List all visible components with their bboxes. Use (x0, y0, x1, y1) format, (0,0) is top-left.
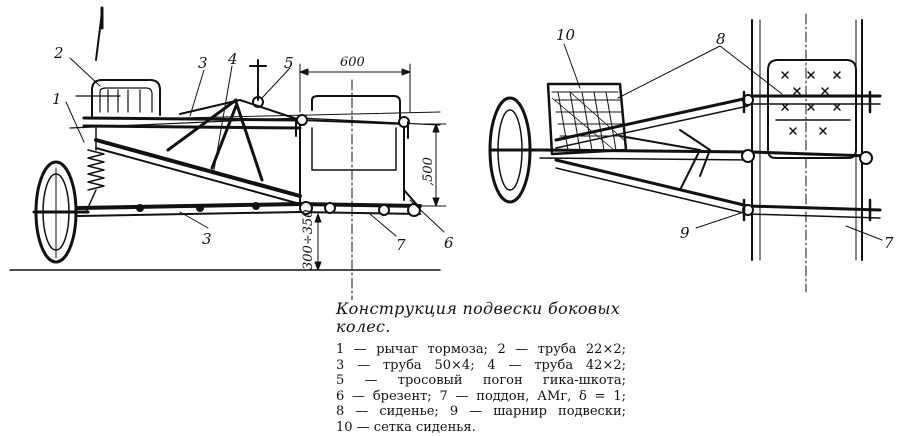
callout-2: 2 (53, 44, 64, 62)
legend-line: 5 — тросовый погон гика-шкота; (336, 373, 626, 389)
callout-1: 1 (52, 90, 62, 108)
caption-title-line1: Конструкция подвески боковых (336, 299, 621, 318)
side-view (9, 6, 447, 300)
callout-9: 9 (680, 224, 690, 242)
figure-caption: Конструкция подвески боковых колес. 1 — … (336, 300, 626, 436)
tray-rail-side (296, 189, 422, 217)
dimension-clearance-label: 300÷350 (301, 209, 316, 270)
dimension-500-label: ,500 (421, 157, 436, 186)
callout-7-plan: 7 (884, 234, 894, 252)
callout-6: 6 (444, 234, 454, 252)
callout-labels: 1 2 3 4 5 3 7 6 10 8 9 7 (52, 26, 894, 254)
caption-title-line2: колес. (336, 317, 391, 336)
dimension-600-label: 600 (340, 55, 365, 70)
seat-mesh-plan (546, 82, 628, 156)
legend-line: 8 — сиденье; 9 — шарнир подвески; (336, 404, 626, 420)
lower-tube-side (76, 202, 302, 217)
seat-plan (767, 59, 857, 159)
callout-7-side: 7 (396, 236, 406, 254)
wheel-side (32, 160, 90, 264)
callout-3-lower: 3 (202, 230, 212, 248)
callout-5: 5 (284, 54, 294, 72)
callout-8: 8 (716, 30, 726, 48)
legend-line: 1 — рычаг тормоза; 2 — труба 22×2; (336, 342, 626, 357)
suspension-drawing: 1 2 3 4 5 3 7 6 10 8 9 7 600 ,500 300÷35… (9, 6, 894, 300)
dimension-500 (419, 123, 447, 207)
dimension-600 (299, 63, 411, 113)
callout-10: 10 (556, 26, 576, 44)
wheel-plan (488, 96, 550, 204)
plan-view (488, 13, 883, 293)
seat-frame-side (75, 79, 161, 119)
dimension-clearance (314, 213, 322, 271)
legend-line: 3 — труба 50×4; 4 — труба 42×2; (336, 357, 626, 373)
callout-3-upper: 3 (198, 54, 208, 72)
legend-line: 10 — сетка сиденья. (336, 419, 476, 435)
callout-4: 4 (227, 50, 238, 68)
legend-line: 6 — брезент; 7 — поддон, АМг, δ = 1; (336, 388, 626, 404)
frame-plan (538, 90, 882, 222)
